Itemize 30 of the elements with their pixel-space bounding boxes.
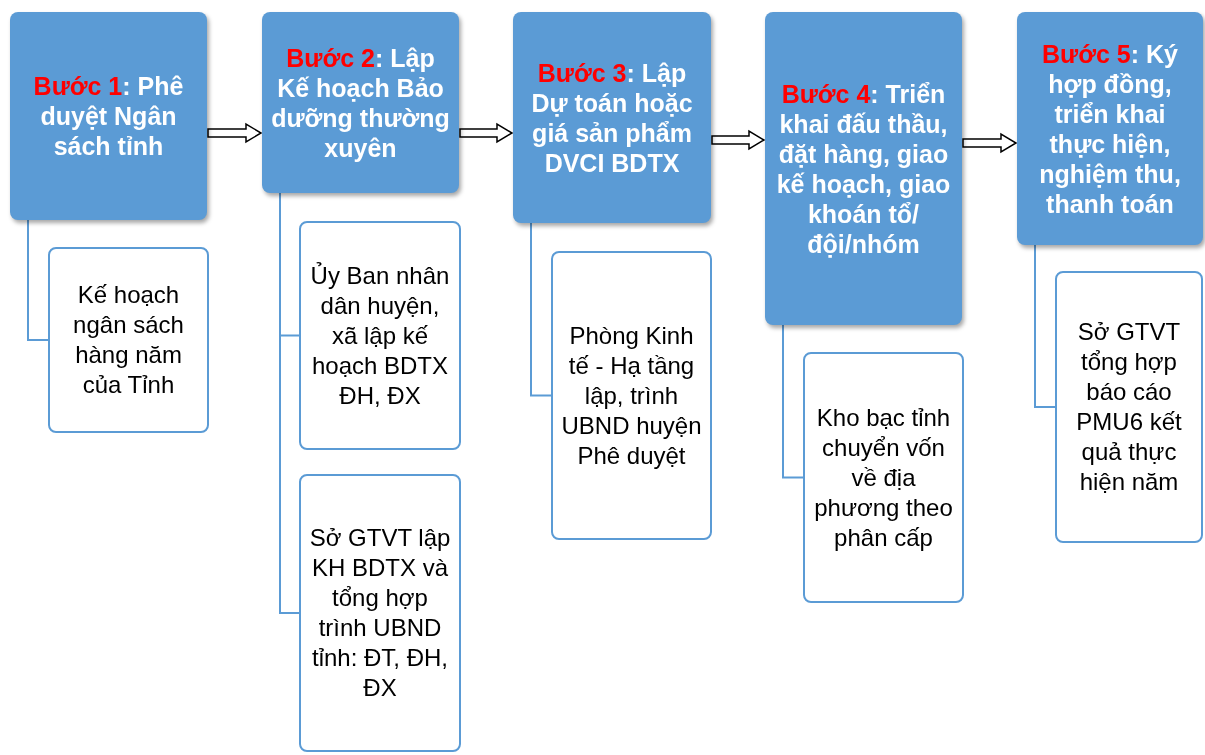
step-box — [262, 12, 459, 193]
detail-text: Sở GTVT lập KH BDTX và tổng hợp trình UBND tỉnh: ĐT, ĐH, ĐX — [309, 523, 451, 703]
block-arrow — [459, 122, 514, 144]
step-title: Bước 4: Triển khai đấu thầu, đặt hàng, giao kế hoạch, giao khoán tổ/đội/nhóm — [775, 78, 952, 259]
detail-text: Kho bạc tỉnh chuyển vốn về địa phương theo phân cấp — [813, 402, 954, 553]
step-box — [513, 12, 711, 223]
block-arrow — [207, 122, 263, 144]
detail-text: Kế hoạch ngân sách hàng năm của Tỉnh — [72, 280, 185, 400]
block-arrow — [962, 132, 1018, 154]
block-arrow — [711, 129, 766, 151]
step-title: Bước 1: Phê duyệt Ngân sách tỉnh — [32, 71, 185, 161]
step-box — [765, 12, 962, 325]
connector-line — [27, 219, 49, 341]
detail-box — [48, 247, 209, 433]
detail-text: Ủy Ban nhân dân huyện, xã lập kế hoạch BDTX ĐH, ĐX — [309, 260, 451, 411]
step-title: Bước 3: Lập Dự toán hoặc giá sản phẩm DVCI BDTX — [530, 57, 694, 178]
detail-box — [1055, 271, 1203, 543]
detail-box — [299, 221, 461, 450]
step-title: Bước 2: Lập Kế hoạch Bảo dưỡng thường xuyên — [270, 42, 451, 163]
detail-text: Sở GTVT tổng hợp báo cáo PMU6 kết quả thực hiện năm — [1075, 317, 1183, 497]
connector-line — [530, 222, 552, 397]
detail-box — [299, 474, 461, 752]
step-box — [10, 12, 207, 220]
step-box — [1017, 12, 1203, 245]
detail-box — [551, 251, 712, 540]
connector-line — [1034, 244, 1056, 408]
step-title: Bước 5: Ký hợp đồng, triển khai thực hiện, nghiệm thu, thanh toán — [1038, 38, 1182, 219]
detail-box — [803, 352, 964, 603]
connector-line — [782, 324, 804, 479]
detail-text: Phòng Kinh tế - Hạ tầng lập, trình UBND huyện Phê duyệt — [561, 320, 702, 471]
